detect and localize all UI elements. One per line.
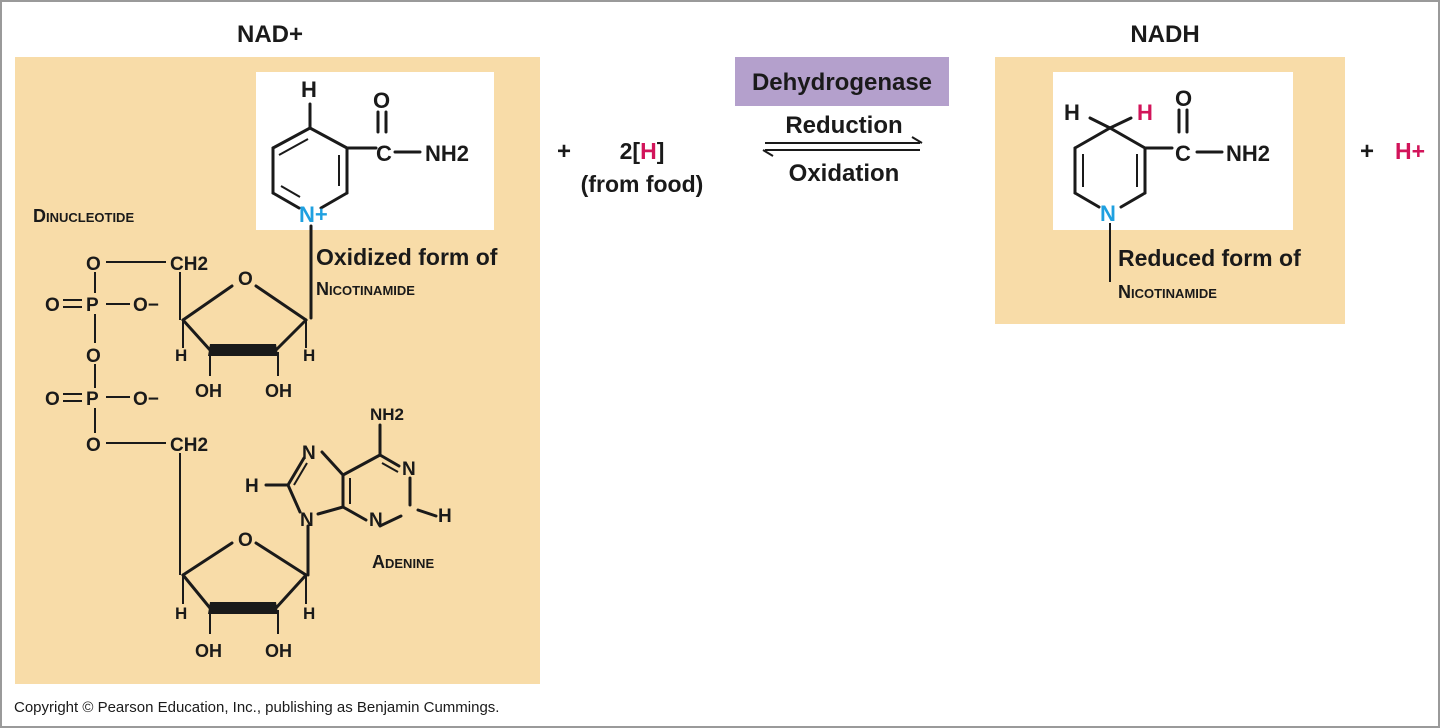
equilibrium-arrows [762,136,923,157]
atom-n-adenine-1: N [402,459,416,480]
atom-p-1: P [86,295,99,316]
atom-o-bridge: O [86,346,101,367]
adenine-ring [264,423,438,577]
atom-h-ribose-2a: H [175,604,187,623]
atom-oh-ribose-1a: OH [195,381,222,401]
atom-nh2-adenine: NH2 [370,405,404,424]
nad-title: NAD+ [237,21,303,48]
nadh-title: NADH [1130,21,1199,48]
copyright-notice: Copyright © Pearson Education, Inc., pub… [14,699,499,716]
atom-ch2-lower: CH2 [170,435,208,456]
atom-o-ribose-1: O [238,269,253,290]
atom-h-ribose-1a: H [175,346,187,365]
pyridinium-ring [271,102,422,320]
atom-n-adenine-7: N [302,443,316,464]
atom-oh-ribose-2b: OH [265,641,292,661]
atom-nh2-amide-reduced: NH2 [1226,141,1270,166]
atom-oh-ribose-1b: OH [265,381,292,401]
atom-n-reduced: N [1100,201,1116,226]
label-oxidized-form: Oxidized form of [316,244,498,270]
atom-o-backbone-1: O [86,254,101,275]
atom-o-minus-2: O− [133,389,159,410]
from-food-label: (from food) [581,171,704,197]
dihydropyridine-ring [1073,108,1224,282]
atom-n-adenine-3: N [369,510,383,531]
atom-o-minus-1: O− [133,295,159,316]
plus-sign-right: + [1360,138,1374,165]
atom-nh2-amide: NH2 [425,141,469,166]
phosphate-backbone [63,261,181,575]
enzyme-badge [735,57,949,106]
label-oxidized-nicotinamide: Nicotinamide [316,279,415,299]
atom-oh-ribose-2a: OH [195,641,222,661]
atom-h-ribose-1b: H [303,346,315,365]
h-plus-product: H+ [1395,138,1425,164]
atom-n-adenine-9: N [300,510,314,531]
atom-o-carbonyl: O [373,88,390,113]
atom-h-added: H [1137,100,1153,125]
atom-ch2-upper: CH2 [170,254,208,275]
label-reduced-nicotinamide: Nicotinamide [1118,282,1217,302]
label-reduced-form: Reduced form of [1118,245,1301,271]
atom-n-plus: N+ [299,202,328,227]
atom-h-ribose-2b: H [303,604,315,623]
nicotinamide-box-oxidized [256,72,494,230]
atom-c-amide-reduced: C [1175,141,1191,166]
enzyme-label: Dehydrogenase [752,69,932,96]
atom-h-adenine-2: H [438,506,452,527]
two-h-term: 2[H] [620,138,665,164]
atom-o-ribose-2: O [238,530,253,551]
ribose-upper [181,284,308,376]
atom-h-adenine-8: H [245,476,259,497]
atom-h-ring: H [301,77,317,102]
atom-h-reduced-1: H [1064,100,1080,125]
atom-o-backbone-2: O [86,435,101,456]
label-dinucleotide: Dinucleotide [33,206,134,226]
atom-o-phos-1: O [45,295,60,316]
ribose-lower [181,541,308,634]
atom-p-2: P [86,389,99,410]
atom-o-carbonyl-reduced: O [1175,86,1192,111]
atom-c-amide: C [376,141,392,166]
oxidation-label: Oxidation [789,160,900,187]
atom-o-phos-2: O [45,389,60,410]
reduction-label: Reduction [785,112,902,139]
label-adenine: Adenine [372,552,434,572]
plus-sign-left: + [557,138,571,165]
